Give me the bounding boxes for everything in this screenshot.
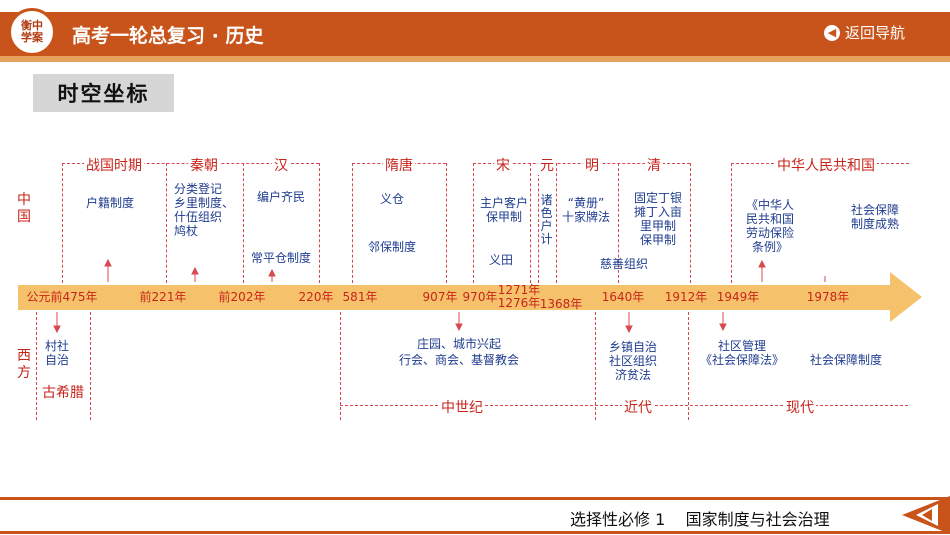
dynasty-prc: 中华人民共和国	[775, 155, 877, 175]
divider	[556, 163, 557, 283]
divider	[446, 163, 447, 283]
china-item-bianhu: 编户齐民	[256, 190, 306, 204]
dynasty-song: 宋	[494, 155, 512, 175]
china-item-huangce: “黄册” 十家牌法	[561, 196, 611, 224]
back-arrow-icon: ◀	[824, 24, 840, 41]
page-title: 高考一轮总复习 · 历史	[72, 25, 264, 47]
divider	[731, 163, 732, 283]
period-early-modern: 近代	[622, 397, 654, 417]
footer-course-name: 选择性必修 1	[570, 510, 666, 529]
west-item-xiangzhen: 乡镇自治 社区组织 济贫法	[608, 340, 658, 382]
divider	[352, 163, 353, 283]
section-title: 时空坐标	[33, 74, 174, 112]
header-bar	[0, 12, 950, 56]
header-stripe	[0, 56, 950, 62]
divider	[36, 312, 37, 420]
back-nav-button[interactable]: ◀ 返回导航	[824, 22, 905, 43]
year-581: 581年	[342, 290, 378, 304]
period-medieval: 中世纪	[439, 397, 485, 417]
year-475bc: 公元前475年	[26, 290, 98, 304]
china-item-guding: 固定丁银 摊丁入亩 里甲制 保甲制	[633, 191, 683, 247]
china-item-laodong: 《中华人 民共和国 劳动保险 条例》	[745, 198, 795, 254]
divider	[473, 163, 690, 164]
divider	[595, 312, 596, 420]
china-item-fenlei: 分类登记 乡里制度、 什伍组织 鸠杖	[174, 182, 235, 238]
china-pointers	[104, 258, 826, 282]
west-item-cunshe: 村社 自治	[44, 339, 70, 367]
china-item-linbao: 邻保制度	[367, 240, 417, 254]
china-item-cishan: 慈善组织	[599, 257, 649, 271]
dynasty-qing: 清	[645, 155, 663, 175]
china-item-yitian: 义田	[488, 253, 514, 267]
year-970: 970年	[462, 290, 498, 304]
year-1912: 1912年	[664, 290, 708, 304]
timeline-arrow	[18, 272, 922, 322]
period-modern: 现代	[784, 397, 816, 417]
china-item-zhuse: 诸色户计	[540, 193, 553, 246]
year-1368: 1368年	[539, 297, 583, 311]
dynasty-ming: 明	[583, 155, 601, 175]
year-907: 907年	[422, 290, 458, 304]
divider	[166, 163, 167, 283]
side-label-china: 中国	[17, 192, 31, 225]
china-item-zhuhu: 主户客户 保甲制	[479, 196, 529, 224]
divider	[688, 312, 689, 420]
year-1640: 1640年	[601, 290, 645, 304]
divider	[618, 163, 619, 283]
west-item-baozhang: 社会保障制度	[809, 353, 883, 367]
footer-topic: 国家制度与社会治理	[685, 510, 830, 529]
divider	[340, 312, 341, 420]
footer-bar	[0, 497, 950, 500]
divider	[530, 163, 531, 283]
china-item-changping: 常平仓制度	[250, 251, 312, 265]
year-1949: 1949年	[716, 290, 760, 304]
school-logo: 衡中学案	[8, 8, 56, 56]
back-nav-label: 返回导航	[845, 24, 906, 42]
china-item-huji: 户籍制度	[85, 196, 135, 210]
divider	[473, 163, 474, 283]
dynasty-yuan: 元	[538, 155, 556, 175]
dynasty-warring-states: 战国时期	[84, 155, 144, 175]
divider	[90, 312, 91, 420]
divider	[690, 163, 691, 283]
dynasty-qin: 秦朝	[188, 155, 220, 175]
west-item-shequ: 社区管理 《社会保障法》	[699, 339, 785, 367]
dynasty-sui-tang: 隋唐	[383, 155, 415, 175]
year-220: 220年	[298, 290, 334, 304]
footer-course: 选择性必修 1 国家制度与社会治理	[570, 506, 830, 530]
west-item-zhuangyuan: 庄园、城市兴起 行会、商会、基督教会	[398, 337, 520, 367]
footer-next-arrow-icon[interactable]	[898, 496, 950, 534]
china-item-yicang: 义仓	[379, 192, 405, 206]
year-1271-1276: 1271年 1276年	[497, 283, 541, 310]
west-item-greece: 古希腊	[42, 385, 84, 401]
year-202bc: 前202年	[218, 290, 266, 304]
side-label-west: 西方	[17, 348, 31, 381]
divider	[62, 163, 63, 283]
divider	[538, 163, 539, 283]
china-item-shehui: 社会保障 制度成熟	[850, 203, 900, 231]
divider	[319, 163, 320, 283]
year-1978: 1978年	[806, 290, 850, 304]
divider	[243, 163, 244, 283]
west-pointers	[53, 312, 727, 334]
footer-bar-bottom	[0, 531, 950, 534]
year-221bc: 前221年	[139, 290, 187, 304]
dynasty-han: 汉	[272, 155, 290, 175]
